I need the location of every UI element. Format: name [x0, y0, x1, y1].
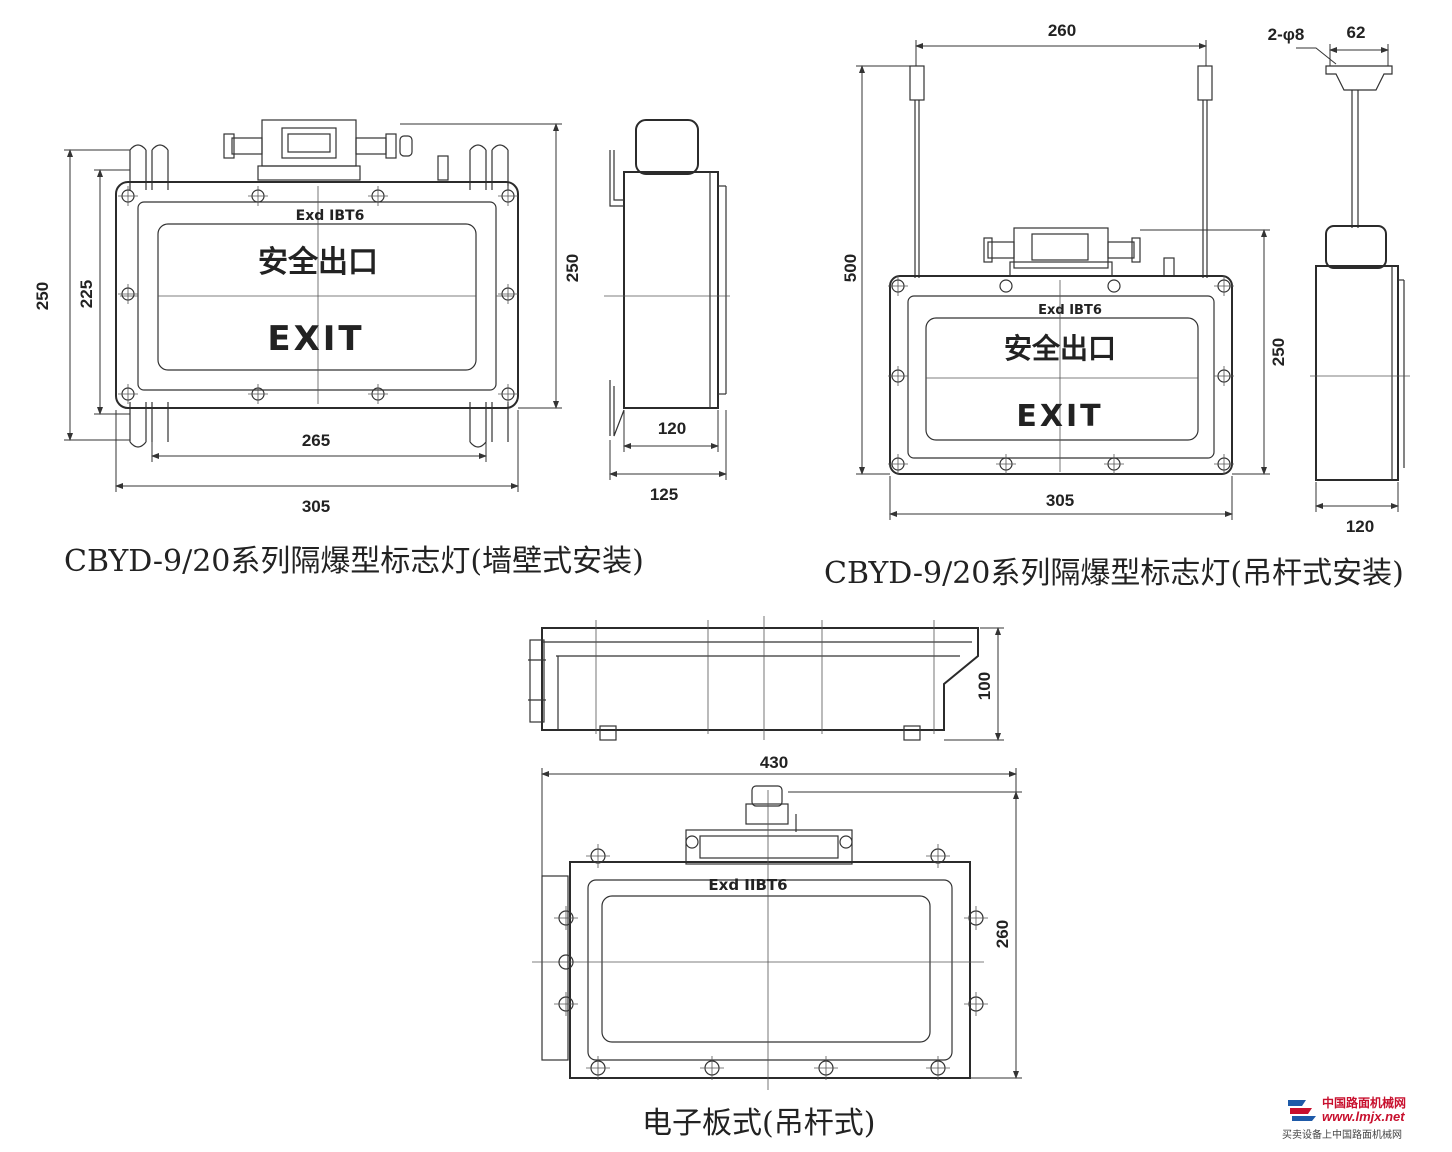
dim-elec-430: 430: [760, 753, 788, 772]
caption-electronic-board: 电子板式(吊杆式): [642, 1106, 876, 1141]
pendant-front-view: Exd IBT6 安全出口 EXIT 260 500 250 305: [841, 21, 1288, 520]
wall-side-view: 120 125: [604, 119, 730, 504]
pendant-cn-sign: 安全出口: [1004, 332, 1116, 365]
elec-marking: Exd IIBT6: [708, 876, 787, 894]
dim-pendant-side-120: 120: [1346, 517, 1374, 536]
dim-wall-side-120: 120: [658, 419, 686, 438]
wall-front-view: Exd IBT6 安全出口 EXIT 250 225 250 265 305: [33, 119, 582, 516]
dim-wall-250-right: 250: [563, 254, 582, 282]
dim-pendant-305: 305: [1046, 491, 1074, 510]
electronic-side-view: 100: [528, 616, 1004, 741]
dim-pendant-500: 500: [841, 254, 860, 282]
caption-wall-mount: CBYD-9/20系列隔爆型标志灯(墙壁式安装): [64, 544, 644, 579]
logo-icon: [1288, 1100, 1316, 1121]
dim-wall-225: 225: [77, 280, 96, 308]
watermark-sub: 买卖设备上中国路面机械网: [1282, 1130, 1402, 1141]
wall-cn-sign: 安全出口: [258, 245, 378, 280]
electronic-front-view: Exd IIBT6 430 260: [532, 753, 1022, 1090]
dim-wall-250-left: 250: [33, 282, 52, 310]
dim-pendant-260: 260: [1048, 21, 1076, 40]
dim-pendant-hole: 2-φ8: [1268, 25, 1305, 44]
dim-wall-side-125: 125: [650, 485, 678, 504]
dim-pendant-250: 250: [1269, 338, 1288, 366]
dim-elec-260: 260: [993, 920, 1012, 948]
pendant-side-view: 62 2-φ8 120: [1268, 23, 1410, 536]
wall-exit-sign: EXIT: [267, 319, 364, 359]
watermark-logo: 中国路面机械网 www.lmjx.net 买卖设备上中国路面机械网: [1282, 1092, 1447, 1142]
caption-pendant-mount: CBYD-9/20系列隔爆型标志灯(吊杆式安装): [824, 556, 1404, 591]
wall-marking: Exd IBT6: [296, 208, 365, 224]
pendant-exit-sign: EXIT: [1016, 399, 1103, 434]
dim-wall-305: 305: [302, 497, 330, 516]
dim-elec-100: 100: [975, 672, 994, 700]
watermark-cn: 中国路面机械网: [1322, 1096, 1407, 1110]
pendant-marking: Exd IBT6: [1038, 303, 1102, 318]
dim-wall-265: 265: [302, 431, 330, 450]
dim-pendant-62: 62: [1347, 23, 1366, 42]
watermark-url[interactable]: www.lmjx.net: [1322, 1109, 1405, 1124]
